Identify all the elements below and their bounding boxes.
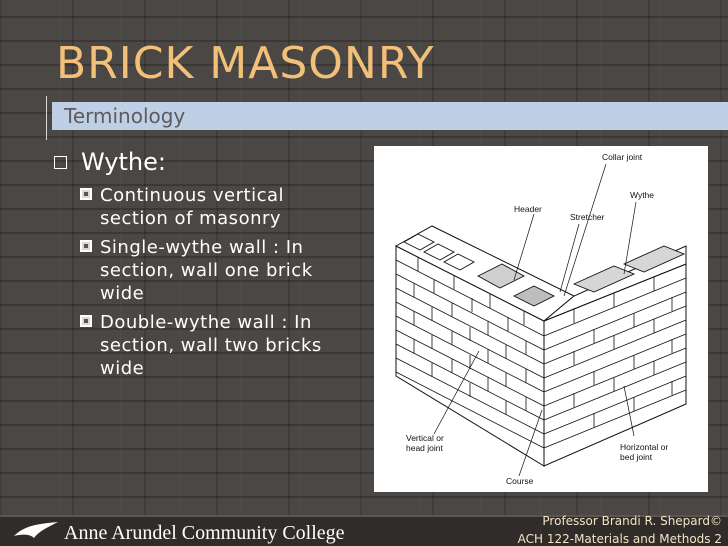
footer-credit: Professor Brandi R. Shepard© ACH 122-Mat… (518, 512, 722, 546)
subbullet-2: Single-wythe wall : In section, wall one… (80, 236, 352, 305)
college-bird-logo-icon (14, 522, 58, 538)
footer-bar (0, 515, 728, 546)
label-header: Header (514, 204, 542, 214)
slide-title: BRICK MASONRY (56, 38, 435, 89)
subbullet-text: Double-wythe wall : In section, wall two… (100, 312, 322, 379)
subtitle-bar (52, 102, 728, 130)
title-divider-line (46, 96, 47, 140)
credit-line-1: Professor Brandi R. Shepard© (542, 514, 722, 528)
bullet-wythe: Wythe: (52, 146, 352, 178)
label-vertical-joint-line2: head joint (406, 443, 444, 453)
college-name: Anne Arundel Community College (64, 522, 345, 544)
label-horizontal-joint-line1: Horizontal or (620, 442, 668, 452)
subbullet-text: Single-wythe wall : In section, wall one… (100, 237, 313, 304)
square-bullet-icon (80, 315, 92, 327)
subbullet-text: Continuous vertical section of masonry (100, 185, 284, 229)
label-horizontal-joint-line2: bed joint (620, 452, 653, 462)
bullet-list: Wythe: Continuous vertical section of ma… (52, 146, 352, 380)
subbullet-1: Continuous vertical section of masonry (80, 184, 352, 230)
footer-divider (0, 515, 728, 517)
slide-subtitle: Terminology (64, 104, 186, 128)
square-bullet-icon (54, 156, 67, 169)
credit-line-2: ACH 122-Materials and Methods 2 (517, 532, 722, 546)
bullet-label: Wythe: (81, 148, 166, 176)
brick-corner-illustration: Collar joint Wythe Header Stretcher Vert… (394, 152, 687, 486)
square-bullet-icon (80, 188, 92, 200)
label-wythe: Wythe (630, 190, 654, 200)
label-course: Course (506, 476, 534, 486)
subbullet-3: Double-wythe wall : In section, wall two… (80, 311, 352, 380)
label-stretcher: Stretcher (570, 212, 605, 222)
brick-wall-diagram: Collar joint Wythe Header Stretcher Vert… (374, 146, 708, 492)
label-collar-joint: Collar joint (602, 152, 643, 162)
label-vertical-joint-line1: Vertical or (406, 433, 444, 443)
square-bullet-icon (80, 240, 92, 252)
